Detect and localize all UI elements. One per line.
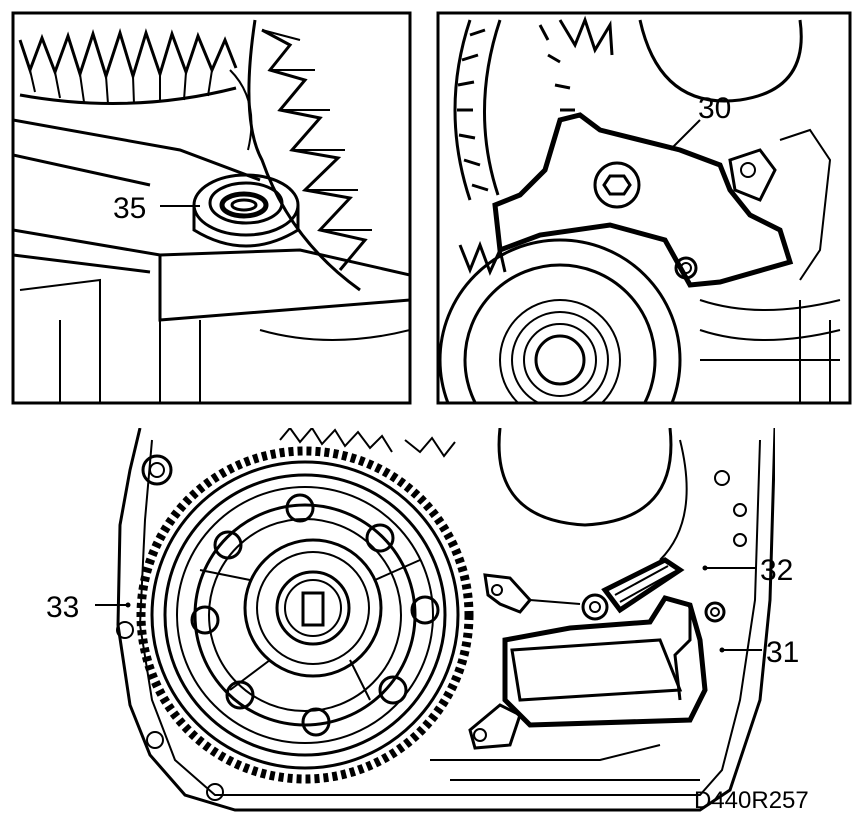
assembly-view — [95, 428, 775, 812]
panel-1-frame — [11, 11, 412, 405]
panel-seal-detail: 35 — [11, 11, 412, 405]
panel-2-frame — [436, 11, 852, 405]
callout-32: 32 — [760, 554, 793, 587]
figure-code: D440R257 — [694, 787, 809, 814]
callout-35: 35 — [113, 192, 146, 225]
panel-cover-detail: 30 — [436, 11, 852, 405]
ring-gear — [136, 446, 474, 784]
callout-31: 31 — [766, 636, 799, 669]
callout-33: 33 — [46, 591, 79, 624]
callout-30: 30 — [698, 92, 731, 125]
